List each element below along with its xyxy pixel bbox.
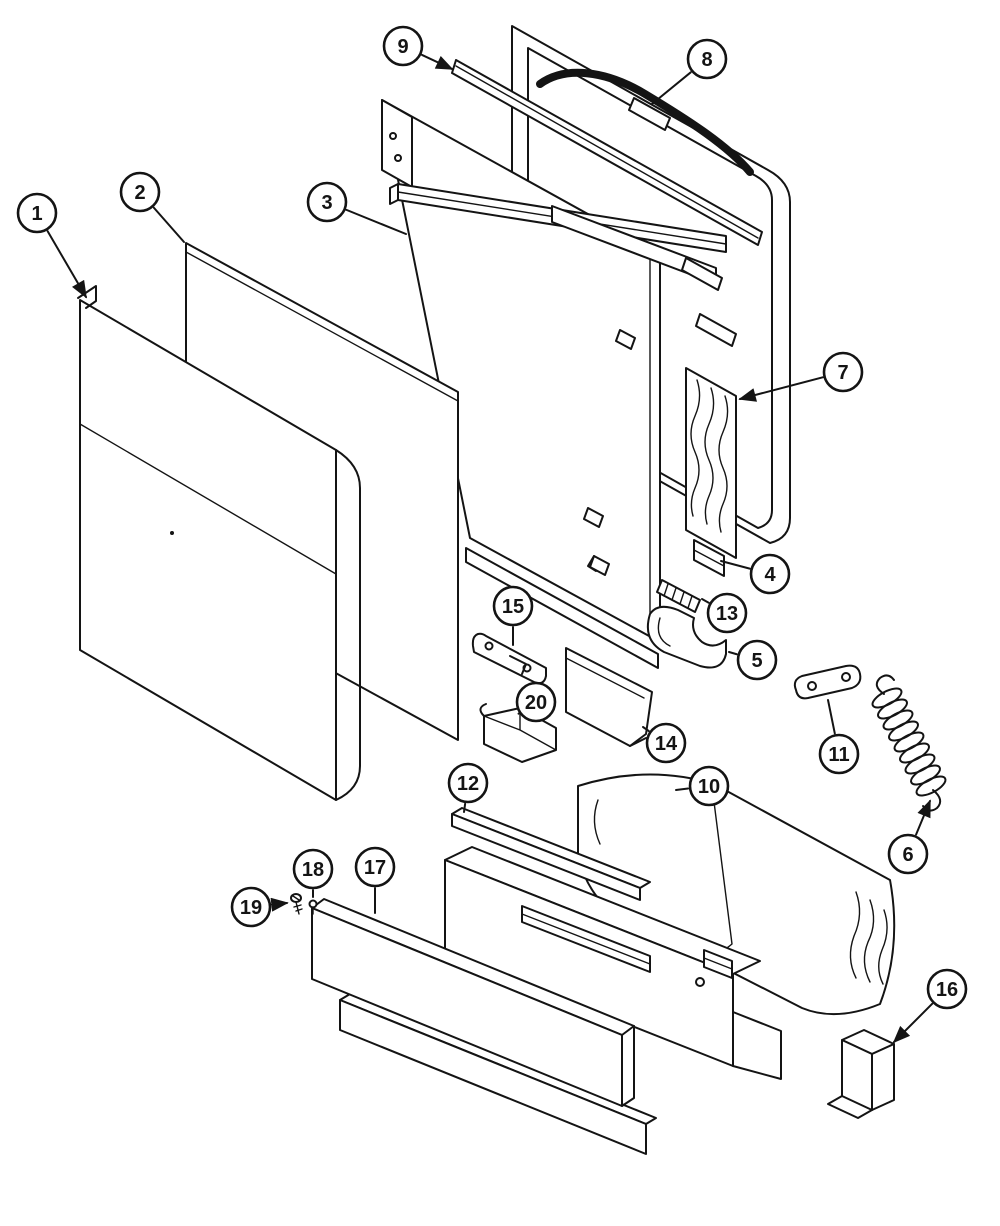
callout-11: 11: [818, 699, 860, 775]
callout-20: 20: [515, 681, 557, 723]
callout-number: 19: [240, 897, 262, 919]
callout-number: 15: [502, 596, 524, 618]
door-gasket: [685, 367, 737, 559]
corner-channel-bracket: [827, 1029, 895, 1119]
callout-balloon: [382, 25, 424, 67]
callout-leader: [46, 230, 87, 299]
callout-balloon: [292, 848, 334, 890]
callout-balloon: [515, 681, 557, 723]
vent-grille: [656, 579, 701, 613]
callout-5: 5: [728, 639, 778, 681]
callout-7: 7: [738, 351, 864, 402]
callout-8: 8: [651, 38, 728, 105]
callout-balloon: [926, 968, 968, 1010]
callout-number: 10: [698, 776, 720, 798]
callout-12: 12: [447, 762, 489, 813]
callout-14: 14: [642, 722, 687, 764]
callout-6: 6: [887, 799, 931, 875]
callout-number: 17: [364, 857, 386, 879]
seal-strip: [451, 807, 651, 901]
toe-panel-assembly: [444, 846, 782, 1080]
callout-17: 17: [354, 846, 396, 914]
callout-number: 20: [525, 692, 547, 714]
callout-leader: [827, 699, 836, 735]
latch-bracket: [646, 605, 727, 669]
hinge-bracket: [471, 632, 547, 685]
callout-leader: [892, 1002, 934, 1044]
callout-balloon: [686, 38, 728, 80]
callout-13: 13: [701, 592, 748, 634]
callout-number: 8: [701, 49, 712, 71]
callout-balloon: [492, 585, 534, 627]
callout-balloon: [818, 733, 860, 775]
callout-leader: [738, 376, 824, 402]
callout-leader: [152, 206, 185, 243]
callout-balloon: [749, 553, 791, 595]
callout-leader: [701, 598, 710, 604]
callout-number: 14: [655, 733, 678, 755]
callout-number: 3: [321, 192, 332, 214]
callout-1: 1: [16, 192, 87, 299]
callout-3: 3: [306, 181, 407, 235]
callout-10: 10: [675, 765, 730, 807]
callout-balloon: [822, 351, 864, 393]
clip: [693, 539, 725, 577]
callout-number: 2: [134, 182, 145, 204]
callout-balloon: [119, 171, 161, 213]
callout-balloon: [354, 846, 396, 888]
callout-leader: [463, 802, 467, 813]
callout-4: 4: [720, 553, 791, 595]
handle-link: [793, 664, 862, 700]
callout-leader: [728, 651, 738, 656]
callout-leader: [651, 71, 692, 105]
callout-number: 16: [936, 979, 958, 1001]
callout-2: 2: [119, 171, 185, 243]
callout-balloon: [688, 765, 730, 807]
callout-balloon: [706, 592, 748, 634]
callout-16: 16: [892, 968, 968, 1044]
outer-door-panel: [77, 285, 361, 801]
callout-balloon: [230, 886, 272, 928]
callout-balloon: [736, 639, 778, 681]
fastener-screws: [290, 893, 318, 915]
callout-leader: [345, 208, 407, 235]
callout-balloon: [645, 722, 687, 764]
callout-number: 11: [828, 744, 849, 766]
baffle-plate: [565, 647, 653, 747]
door-spring: [871, 674, 947, 812]
callout-balloon: [306, 181, 348, 223]
callout-balloon: [887, 833, 929, 875]
callout-number: 6: [902, 844, 913, 866]
callout-number: 9: [397, 36, 408, 58]
callout-15: 15: [492, 585, 534, 646]
callout-number: 1: [31, 203, 42, 225]
callout-balloon: [447, 762, 489, 804]
callout-number: 12: [457, 773, 479, 795]
dispenser-bars: [389, 183, 737, 347]
access-panel: [311, 898, 657, 1155]
callout-number: 5: [751, 650, 762, 672]
callout-leader: [720, 560, 751, 570]
callout-9: 9: [382, 25, 454, 70]
callout-number: 18: [302, 859, 324, 881]
callout-leader: [270, 897, 289, 912]
callout-18: 18: [292, 848, 334, 898]
callout-leader: [421, 53, 454, 70]
callout-number: 4: [764, 564, 776, 586]
callout-19: 19: [230, 886, 289, 928]
callout-balloon: [16, 192, 58, 234]
callout-leader: [675, 787, 690, 791]
callout-number: 7: [837, 362, 848, 384]
callout-leader: [642, 726, 650, 733]
callout-leader: [915, 799, 931, 836]
callout-number: 13: [716, 603, 738, 625]
